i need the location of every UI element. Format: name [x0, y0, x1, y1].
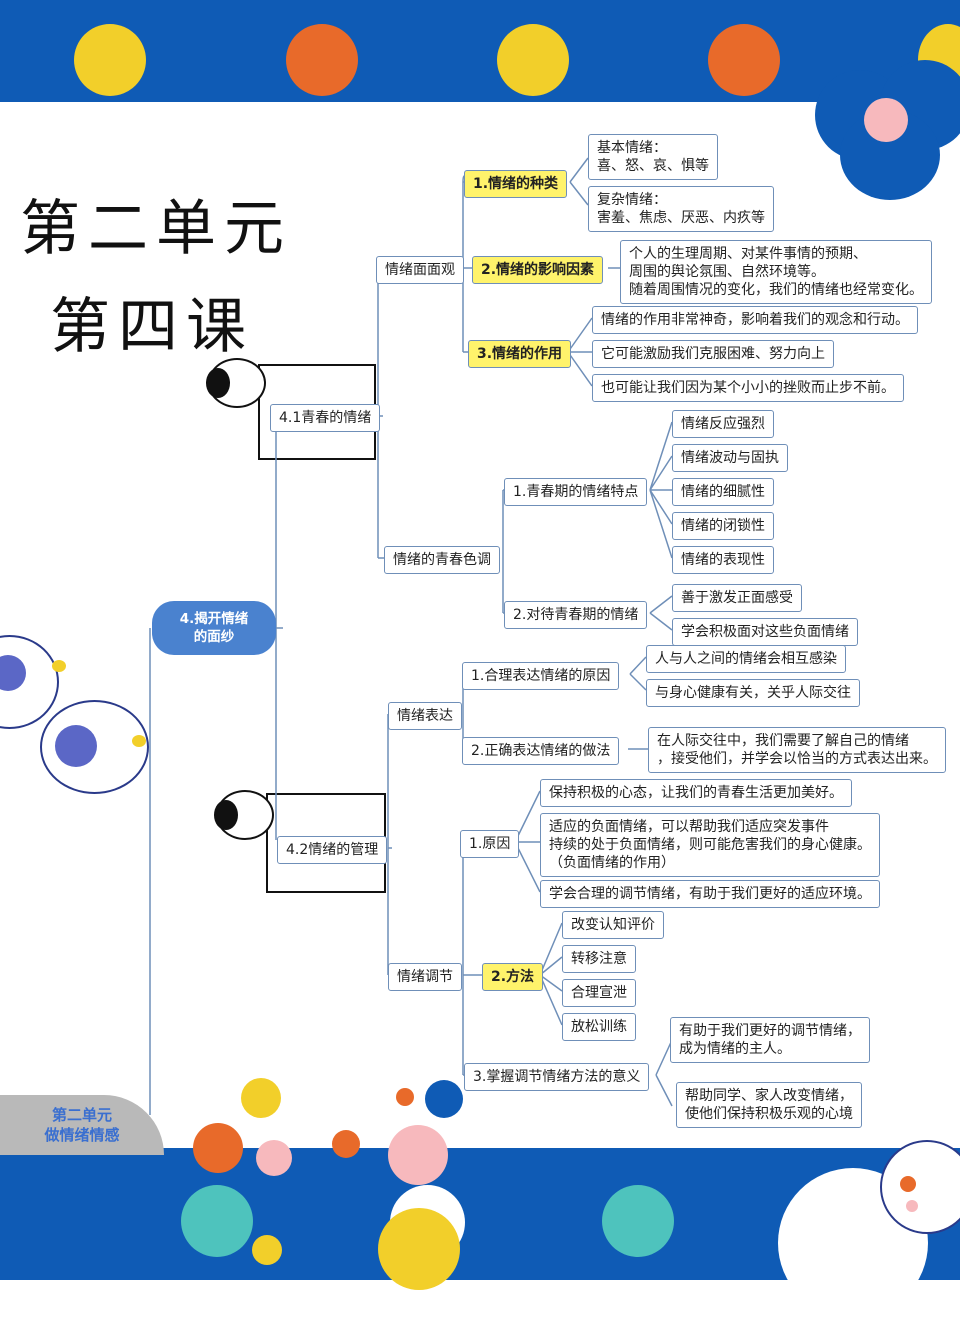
- node-kind[interactable]: 1.情绪的种类: [464, 170, 568, 198]
- orange-dot: [396, 1088, 414, 1106]
- node-cause-1[interactable]: 保持积极的心态，让我们的青春生活更加美好。: [540, 779, 852, 807]
- node-role-1[interactable]: 情绪的作用非常神奇，影响着我们的观念和行动。: [592, 306, 918, 334]
- node-reason-1[interactable]: 人与人之间的情绪会相互感染: [646, 645, 846, 673]
- orange-dot: [708, 24, 780, 96]
- node-way-3[interactable]: 合理宣泄: [562, 979, 636, 1007]
- node-feature-5[interactable]: 情绪的表现性: [672, 546, 774, 574]
- node-features[interactable]: 1.青春期的情绪特点: [504, 478, 648, 506]
- yellow-dot: [241, 1078, 281, 1118]
- mindmap-connectors: [149, 157, 673, 1115]
- orange-dot: [193, 1123, 243, 1173]
- node-feature-3[interactable]: 情绪的细腻性: [672, 478, 774, 506]
- node-4-1[interactable]: 4.1青春的情绪: [270, 404, 381, 432]
- node-treat[interactable]: 2.对待青春期的情绪: [504, 601, 648, 629]
- node-meaning[interactable]: 3.掌握调节情绪方法的意义: [464, 1063, 650, 1091]
- node-influence[interactable]: 2.情绪的影响因素: [472, 256, 604, 284]
- node-method-1[interactable]: 在人际交往中，我们需要了解自己的情绪 ，接受他们，并学会以恰当的方式表达出来。: [648, 727, 946, 773]
- duck-beak: [52, 660, 66, 672]
- node-reason[interactable]: 1.合理表达情绪的原因: [462, 662, 620, 690]
- title-line-1: 第二单元: [20, 194, 292, 264]
- pink-dot: [256, 1140, 292, 1176]
- node-meaning-1[interactable]: 有助于我们更好的调节情绪， 成为情绪的主人。: [670, 1017, 870, 1063]
- node-cause[interactable]: 1.原因: [460, 830, 520, 858]
- teal-dot: [602, 1185, 674, 1257]
- dog-ear: [206, 368, 230, 398]
- top-band: [0, 0, 960, 102]
- node-kind-complex[interactable]: 复杂情绪： 害羞、焦虑、厌恶、内疚等: [588, 186, 774, 232]
- node-reason-2[interactable]: 与身心健康有关，关乎人际交往: [646, 679, 860, 707]
- blue-dot: [425, 1080, 463, 1118]
- duck-head: [880, 1140, 960, 1234]
- node-adjust[interactable]: 情绪调节: [388, 963, 462, 991]
- orange-dot: [332, 1130, 360, 1158]
- node-way-1[interactable]: 改变认知评价: [562, 911, 664, 939]
- sunglasses-icon: [55, 725, 97, 767]
- yellow-dot: [497, 24, 569, 96]
- node-role-2[interactable]: 它可能激励我们克服困难、努力向上: [592, 340, 834, 368]
- node-express[interactable]: 情绪表达: [388, 702, 462, 730]
- node-treat-1[interactable]: 善于激发正面感受: [672, 584, 802, 612]
- node-ways[interactable]: 2.方法: [482, 963, 544, 991]
- node-role[interactable]: 3.情绪的作用: [468, 340, 572, 368]
- node-qingchun[interactable]: 情绪的青春色调: [384, 546, 500, 574]
- node-feature-4[interactable]: 情绪的闭锁性: [672, 512, 774, 540]
- yellow-dot: [378, 1208, 460, 1290]
- orange-dot: [286, 24, 358, 96]
- root-node[interactable]: 4.揭开情绪 的面纱: [152, 601, 276, 655]
- node-mianguan[interactable]: 情绪面面观: [376, 256, 464, 284]
- dog-ear: [214, 800, 238, 830]
- duck-cheek: [906, 1200, 918, 1212]
- teal-dot: [181, 1185, 253, 1257]
- node-treat-2[interactable]: 学会积极面对这些负面情绪: [672, 618, 858, 646]
- node-cause-3[interactable]: 学会合理的调节情绪，有助于我们更好的适应环境。: [540, 880, 880, 908]
- node-meaning-2[interactable]: 帮助同学、家人改变情绪， 使他们保持积极乐观的心境: [676, 1082, 862, 1128]
- node-role-3[interactable]: 也可能让我们因为某个小小的挫败而止步不前。: [592, 374, 904, 402]
- title-line-2: 第四课: [50, 292, 254, 362]
- node-method[interactable]: 2.正确表达情绪的做法: [462, 737, 620, 765]
- duck-beak: [900, 1176, 916, 1192]
- node-kind-basic[interactable]: 基本情绪： 喜、怒、哀、惧等: [588, 134, 718, 180]
- pink-flower-center: [864, 98, 908, 142]
- duck-beak: [132, 735, 146, 747]
- unit-label: 第二单元 做情绪情感: [0, 1095, 164, 1155]
- yellow-dot: [252, 1235, 282, 1265]
- pink-dot: [388, 1125, 448, 1185]
- node-influence-text[interactable]: 个人的生理周期、对某件事情的预期、 周围的舆论氛围、自然环境等。 随着周围情况的…: [620, 240, 932, 304]
- node-feature-1[interactable]: 情绪反应强烈: [672, 410, 774, 438]
- node-cause-2[interactable]: 适应的负面情绪，可以帮助我们适应突发事件 持续的处于负面情绪，则可能危害我们的身…: [540, 813, 880, 877]
- node-way-4[interactable]: 放松训练: [562, 1013, 636, 1041]
- node-4-2[interactable]: 4.2情绪的管理: [277, 836, 388, 864]
- node-way-2[interactable]: 转移注意: [562, 945, 636, 973]
- yellow-dot: [74, 24, 146, 96]
- node-feature-2[interactable]: 情绪波动与固执: [672, 444, 788, 472]
